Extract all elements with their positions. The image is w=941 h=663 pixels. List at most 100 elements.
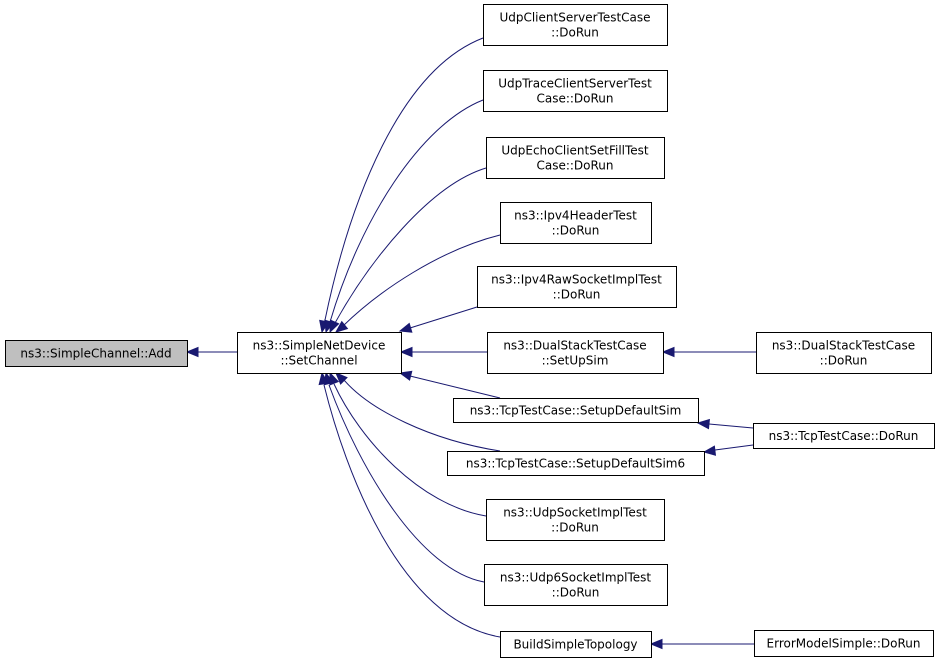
node-label: ns3::Ipv4RawSocketImplTest bbox=[491, 273, 662, 287]
edge-arrowhead bbox=[185, 346, 199, 358]
node-label: ns3::TcpTestCase::DoRun bbox=[769, 429, 919, 443]
node-tcprun[interactable]: ns3::TcpTestCase::DoRun bbox=[753, 423, 935, 449]
node-box[interactable] bbox=[484, 564, 668, 606]
node-label: UdpTraceClientServerTest bbox=[498, 77, 652, 91]
node-udpcs[interactable]: UdpClientServerTestCase::DoRun bbox=[483, 4, 668, 46]
node-label: ::DoRun bbox=[551, 26, 599, 40]
graph-nodes: ns3::SimpleChannel::Add ns3::SimpleNetDev… bbox=[5, 4, 935, 658]
node-label: ns3::Ipv4HeaderTest bbox=[514, 209, 637, 223]
node-box[interactable] bbox=[447, 451, 705, 476]
edge-line bbox=[329, 99, 484, 323]
edge-line bbox=[714, 444, 754, 451]
edge-line bbox=[342, 234, 501, 327]
edge-ipv4raw-to-setchannel bbox=[398, 306, 478, 333]
graph-edges bbox=[185, 37, 756, 650]
edge-arrowhead bbox=[398, 370, 413, 381]
node-box[interactable] bbox=[453, 398, 699, 423]
node-box[interactable] bbox=[756, 332, 932, 374]
node-udp6sock[interactable]: ns3::Udp6SocketImplTest::DoRun bbox=[484, 564, 668, 606]
node-label: ::SetUpSim bbox=[542, 354, 609, 368]
node-dualsetup[interactable]: ns3::DualStackTestCase::SetUpSim bbox=[487, 332, 664, 374]
node-label: ::DoRun bbox=[552, 224, 600, 238]
node-box[interactable] bbox=[500, 631, 652, 658]
edge-line bbox=[409, 306, 478, 329]
edge-arrowhead bbox=[399, 346, 413, 358]
edge-line bbox=[409, 375, 501, 399]
node-tcpsetup[interactable]: ns3::TcpTestCase::SetupDefaultSim bbox=[453, 398, 699, 423]
node-label: ns3::TcpTestCase::SetupDefaultSim bbox=[470, 404, 682, 418]
node-label: ::DoRun bbox=[551, 521, 599, 535]
node-box[interactable] bbox=[754, 630, 934, 657]
node-box[interactable] bbox=[486, 499, 665, 541]
edge-line bbox=[334, 167, 487, 324]
edge-line bbox=[708, 423, 754, 429]
edge-dualsetup-to-setchannel bbox=[399, 346, 487, 358]
node-buildtopo[interactable]: BuildSimpleTopology bbox=[500, 631, 652, 658]
node-box[interactable] bbox=[486, 137, 665, 179]
edge-line bbox=[323, 384, 501, 638]
edge-arrowhead bbox=[398, 322, 413, 333]
node-label: ns3::UdpSocketImplTest bbox=[503, 506, 647, 520]
edge-arrowhead bbox=[334, 320, 349, 333]
node-label: ns3::SimpleNetDevice bbox=[253, 339, 386, 353]
node-udpsock[interactable]: ns3::UdpSocketImplTest::DoRun bbox=[486, 499, 665, 541]
node-label: ns3::TcpTestCase::SetupDefaultSim6 bbox=[466, 457, 685, 471]
edge-tcpsetup-to-setchannel bbox=[398, 370, 501, 399]
node-box[interactable] bbox=[237, 332, 402, 374]
node-label: ns3::Udp6SocketImplTest bbox=[500, 571, 652, 585]
edge-setchannel-to-add bbox=[185, 346, 237, 358]
edge-dualrun-to-dualsetup bbox=[661, 346, 756, 358]
edge-tcprun-to-tcpsetup6 bbox=[702, 444, 754, 456]
node-box[interactable] bbox=[500, 202, 652, 244]
node-label: ::DoRun bbox=[553, 288, 601, 302]
edge-line bbox=[324, 37, 484, 321]
edge-errrun-to-buildtopo bbox=[649, 638, 754, 650]
edge-udpcs-to-setchannel bbox=[319, 37, 484, 334]
node-label: Case::DoRun bbox=[536, 159, 613, 173]
node-label: ErrorModelSimple::DoRun bbox=[767, 637, 921, 651]
node-ipv4raw[interactable]: ns3::Ipv4RawSocketImplTest::DoRun bbox=[477, 266, 677, 308]
edge-arrowhead bbox=[649, 638, 663, 650]
edge-arrowhead bbox=[696, 418, 710, 430]
node-dualrun[interactable]: ns3::DualStackTestCase::DoRun bbox=[756, 332, 932, 374]
node-label: ns3::DualStackTestCase bbox=[772, 339, 915, 353]
edge-line bbox=[328, 384, 485, 583]
node-box[interactable] bbox=[483, 70, 668, 112]
node-setchannel[interactable]: ns3::SimpleNetDevice::SetChannel bbox=[237, 332, 402, 374]
node-label: ns3::DualStackTestCase bbox=[503, 339, 646, 353]
edge-udpecho-to-setchannel bbox=[329, 167, 487, 334]
edge-line bbox=[333, 383, 487, 517]
node-label: ns3::SimpleChannel::Add bbox=[20, 347, 171, 361]
edge-arrowhead bbox=[702, 445, 717, 456]
node-label: ::DoRun bbox=[820, 354, 868, 368]
node-box[interactable] bbox=[477, 266, 677, 308]
node-label: Case::DoRun bbox=[536, 92, 613, 106]
node-box[interactable] bbox=[483, 4, 668, 46]
edge-line bbox=[343, 379, 501, 452]
node-box[interactable] bbox=[487, 332, 664, 374]
edge-buildtopo-to-setchannel bbox=[318, 371, 501, 638]
edge-arrowhead bbox=[661, 346, 675, 358]
node-label: ::SetChannel bbox=[280, 354, 357, 368]
edge-ipv4hdr-to-setchannel bbox=[334, 234, 501, 333]
edge-arrowhead bbox=[329, 319, 340, 334]
node-label: ::DoRun bbox=[552, 586, 600, 600]
edge-udpsock-to-setchannel bbox=[329, 371, 487, 517]
node-label: UdpClientServerTestCase bbox=[499, 11, 650, 25]
node-ipv4hdr[interactable]: ns3::Ipv4HeaderTest::DoRun bbox=[500, 202, 652, 244]
edge-udptrace-to-setchannel bbox=[324, 99, 484, 334]
node-box[interactable] bbox=[753, 423, 935, 449]
node-tcpsetup6[interactable]: ns3::TcpTestCase::SetupDefaultSim6 bbox=[447, 451, 705, 476]
edge-arrowhead bbox=[335, 372, 348, 385]
node-add[interactable]: ns3::SimpleChannel::Add bbox=[5, 340, 188, 367]
node-label: BuildSimpleTopology bbox=[513, 638, 637, 652]
node-box[interactable] bbox=[5, 340, 188, 367]
edge-tcpsetup6-to-setchannel bbox=[335, 372, 501, 452]
edge-arrowhead bbox=[318, 371, 329, 386]
node-label: UdpEchoClientSetFillTest bbox=[501, 144, 649, 158]
node-errrun[interactable]: ErrorModelSimple::DoRun bbox=[754, 630, 934, 657]
edge-tcprun-to-tcpsetup bbox=[696, 418, 754, 430]
